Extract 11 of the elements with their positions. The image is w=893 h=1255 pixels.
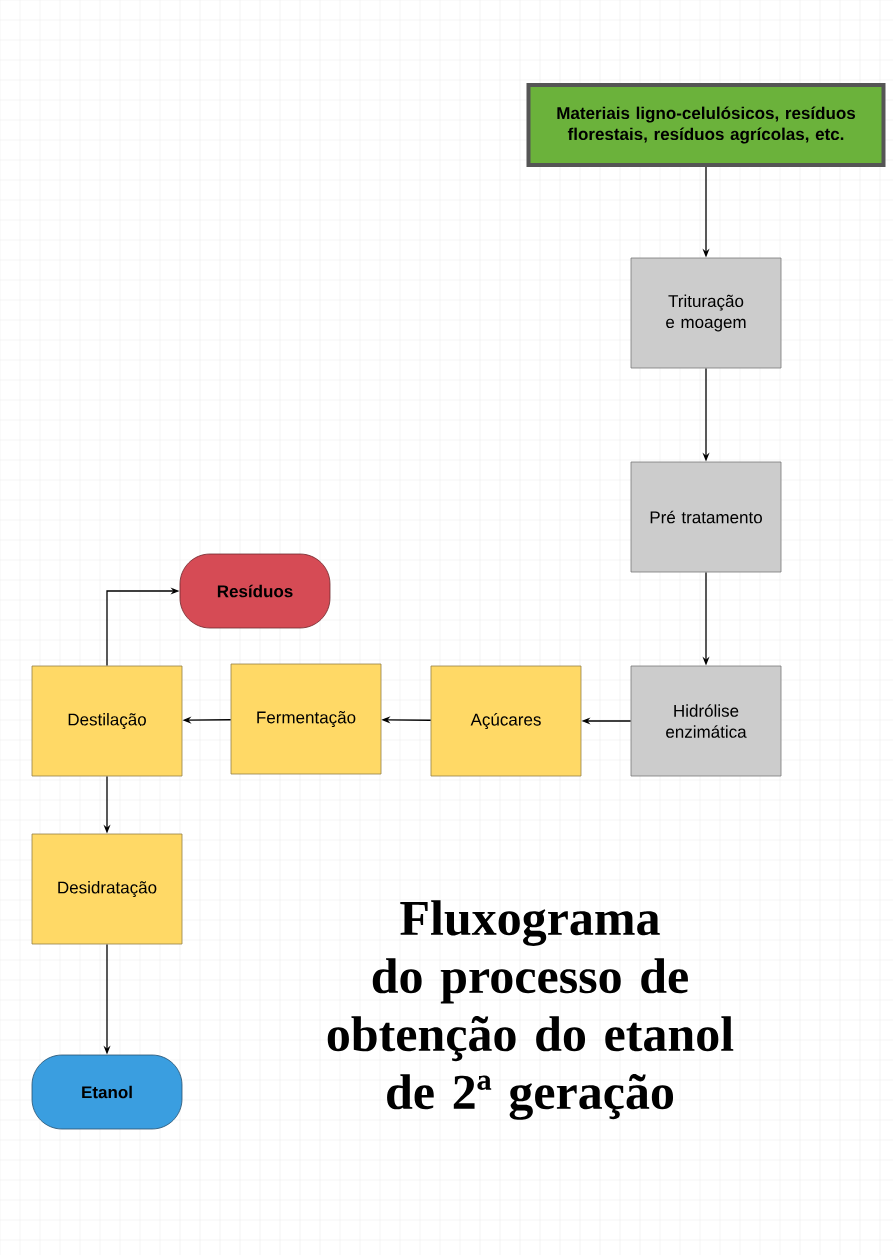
terminal-box: Etanol (31, 1054, 183, 1130)
process-box: Hidrólise enzimática (630, 665, 782, 777)
diagram-title: Fluxograma do processo de obtenção do etanol de 2ª geração (327, 900, 734, 1120)
terminal-box: Resíduos (179, 553, 331, 629)
process-box: Açúcares (430, 665, 582, 777)
process-box: Desidratação (31, 833, 183, 945)
material-box: Materiais ligno-celulósicos, resíduos florestais, resíduos agrícolas, etc. (526, 83, 886, 167)
process-box: Pré tratamento (630, 461, 782, 573)
process-box: Fermentação (230, 663, 382, 775)
process-box: Trituração e moagem (630, 257, 782, 369)
process-box: Destilação (31, 665, 183, 777)
